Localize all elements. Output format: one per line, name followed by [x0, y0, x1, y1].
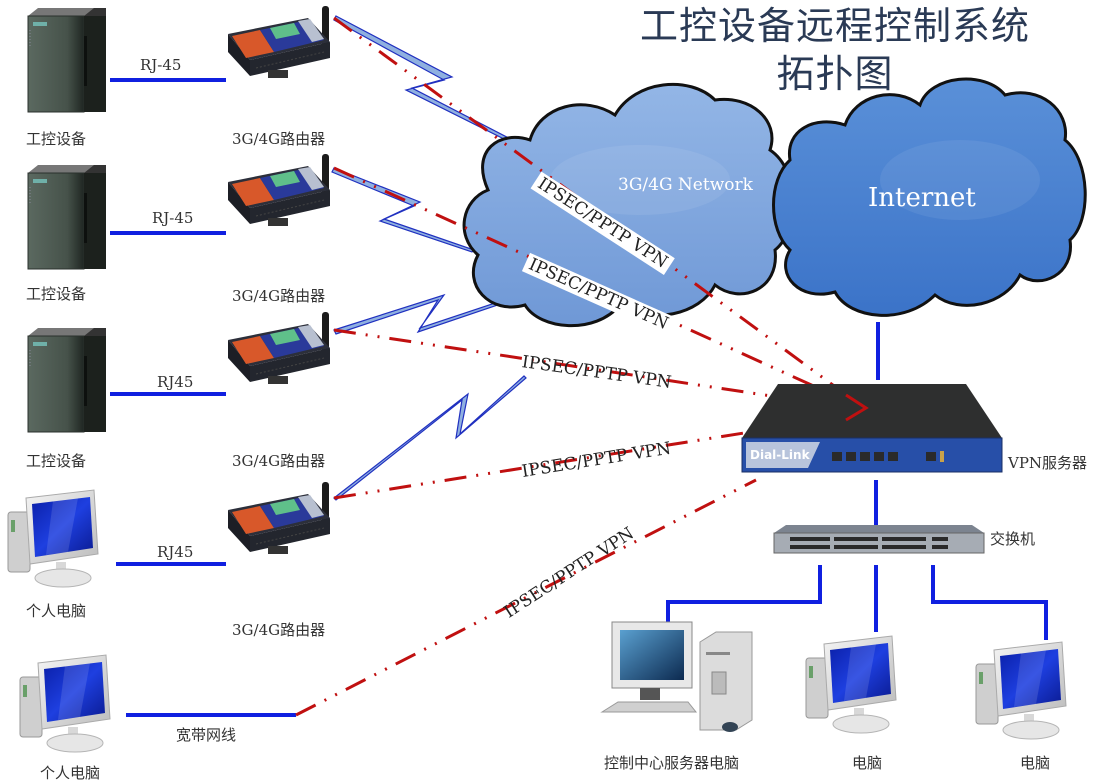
tunnel-4 — [333, 412, 865, 500]
monitor-icon-lan-pc1 — [805, 635, 897, 734]
monitor-icon-lan-pc2 — [975, 641, 1067, 740]
cable-label-5: 宽带网线 — [176, 726, 237, 744]
cloud-label-internet: Internet — [868, 183, 976, 213]
vpn-tunnel-arrowheads — [845, 393, 869, 422]
switch-label: 交换机 — [990, 530, 1036, 548]
device-label-5: 个人电脑 — [40, 764, 101, 782]
wireless-bolt-2 — [331, 167, 476, 253]
lan-cables — [110, 78, 1048, 717]
wireless-bolt-1 — [333, 15, 530, 151]
router-icon-3 — [227, 311, 331, 385]
router-icon-1 — [227, 5, 331, 79]
router-label-4: 3G/4G路由器 — [232, 621, 326, 639]
router-label-2: 3G/4G路由器 — [232, 287, 326, 305]
vpn-server-brand: Dial-Link — [750, 448, 810, 462]
cable-label-3: RJ45 — [157, 373, 194, 391]
device-label-3: 工控设备 — [26, 452, 87, 470]
router-label-3: 3G/4G路由器 — [232, 452, 326, 470]
diagram-title-line1: 工控设备远程控制系统 — [639, 4, 1030, 48]
lan-host-label-2: 电脑 — [852, 754, 883, 772]
cloud-internet — [772, 77, 1087, 317]
cloud-3g4g-network — [462, 82, 795, 328]
tunnel-3 — [333, 328, 865, 412]
vpn-server-icon — [741, 384, 1003, 473]
lan-host-label-3: 电脑 — [1020, 754, 1051, 772]
cable-label-2: RJ-45 — [152, 209, 194, 227]
device-label-2: 工控设备 — [26, 285, 87, 303]
vpn-server-label: VPN服务器 — [1008, 454, 1088, 472]
diagram-title-line2: 拓扑图 — [776, 52, 894, 96]
cable-switch-pc-right — [931, 565, 1048, 640]
cloud-label-3g4g: 3G/4G Network — [618, 175, 753, 195]
device-label-4: 个人电脑 — [26, 602, 87, 620]
router-icon-2 — [227, 153, 331, 227]
plc-icon-3 — [27, 327, 107, 433]
cable-label-1: RJ-45 — [140, 56, 182, 74]
plc-icon-2 — [27, 164, 107, 270]
cable-label-4: RJ45 — [157, 543, 194, 561]
control-server-icon — [600, 621, 753, 732]
router-icon-4 — [227, 481, 331, 555]
monitor-icon-pc1 — [7, 489, 99, 588]
lan-host-label-1: 控制中心服务器电脑 — [604, 754, 740, 772]
switch-icon — [773, 525, 985, 554]
wireless-bolt-4 — [333, 375, 527, 501]
cable-switch-server — [666, 565, 822, 622]
monitor-icon-pc2 — [19, 654, 111, 753]
router-label-1: 3G/4G路由器 — [232, 130, 326, 148]
plc-icon-1 — [27, 7, 107, 113]
device-label-1: 工控设备 — [26, 130, 87, 148]
